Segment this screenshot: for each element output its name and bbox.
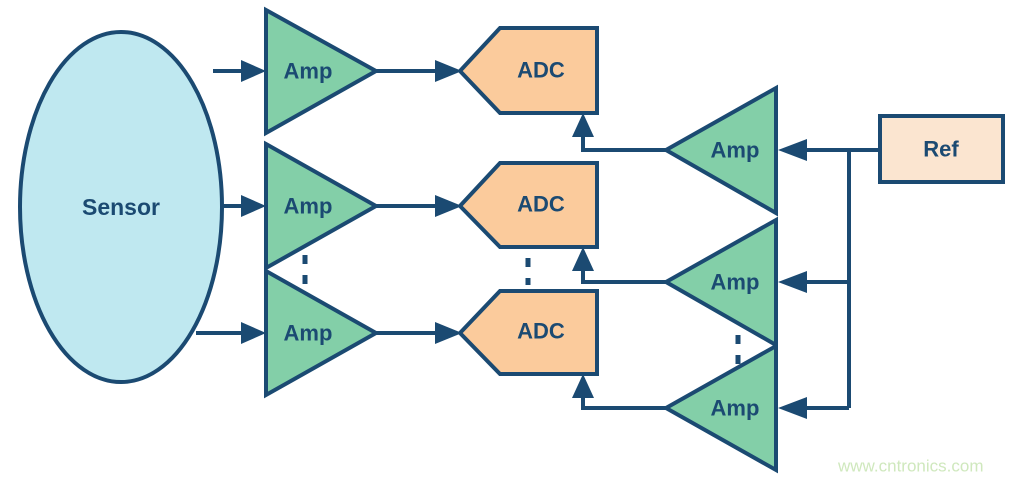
node-amp-ref-3[interactable]: Amp bbox=[661, 342, 778, 474]
sensor-label: Sensor bbox=[82, 194, 160, 220]
amp-in-3-shape bbox=[264, 267, 381, 399]
amp-in-2-label: Amp bbox=[284, 194, 333, 219]
wire-sensor-to-amp-1 bbox=[213, 60, 266, 82]
node-amp-ref-2[interactable]: Amp bbox=[661, 216, 778, 349]
node-amp-in-3[interactable]: Amp bbox=[264, 267, 381, 399]
node-ref[interactable]: Ref bbox=[878, 114, 1005, 184]
wire-amp-3-to-adc-3 bbox=[376, 322, 462, 344]
ref-shape bbox=[878, 114, 1005, 184]
adc-3-shape bbox=[457, 289, 599, 376]
adc-2-shape bbox=[457, 161, 599, 249]
amp-ref-1-label: Amp bbox=[711, 138, 760, 163]
adc-1-label: ADC bbox=[517, 58, 565, 83]
amp-ref-1-shape bbox=[661, 84, 778, 217]
node-sensor[interactable]: Sensor bbox=[18, 30, 224, 384]
wire-amp-ref-1-to-adc-1 bbox=[572, 113, 666, 152]
amp-ref-3-shape bbox=[661, 342, 778, 474]
amp-in-3-label: Amp bbox=[284, 321, 333, 346]
ref-label: Ref bbox=[923, 137, 959, 162]
wire-ref-bus bbox=[778, 139, 880, 419]
amp-in-1-label: Amp bbox=[284, 59, 333, 84]
adc-1-shape bbox=[457, 26, 599, 115]
amp-ref-2-label: Amp bbox=[711, 270, 760, 295]
amp-in-1-shape bbox=[264, 6, 381, 137]
amp-ref-2-shape bbox=[661, 216, 778, 349]
adc-3-label: ADC bbox=[517, 319, 565, 344]
sensor-shape bbox=[18, 30, 224, 384]
amp-ref-3-label: Amp bbox=[711, 396, 760, 421]
wire-sensor-to-amp-2 bbox=[222, 195, 266, 217]
node-adc-1[interactable]: ADC bbox=[457, 26, 599, 115]
watermark-label: www.cntronics.com bbox=[837, 457, 983, 476]
node-adc-2[interactable]: ADC bbox=[457, 161, 599, 249]
wire-amp-1-to-adc-1 bbox=[376, 60, 462, 82]
node-amp-in-1[interactable]: Amp bbox=[264, 6, 381, 137]
wire-amp-ref-3-to-adc-3 bbox=[572, 374, 666, 410]
amp-in-2-shape bbox=[264, 140, 381, 272]
node-adc-3[interactable]: ADC bbox=[457, 289, 599, 376]
node-amp-ref-1[interactable]: Amp bbox=[661, 84, 778, 217]
node-amp-in-2[interactable]: Amp bbox=[264, 140, 381, 272]
wire-amp-2-to-adc-2 bbox=[376, 195, 462, 217]
wire-sensor-to-amp-3 bbox=[196, 322, 266, 344]
wire-amp-ref-2-to-adc-2 bbox=[572, 247, 666, 284]
adc-2-label: ADC bbox=[517, 192, 565, 217]
